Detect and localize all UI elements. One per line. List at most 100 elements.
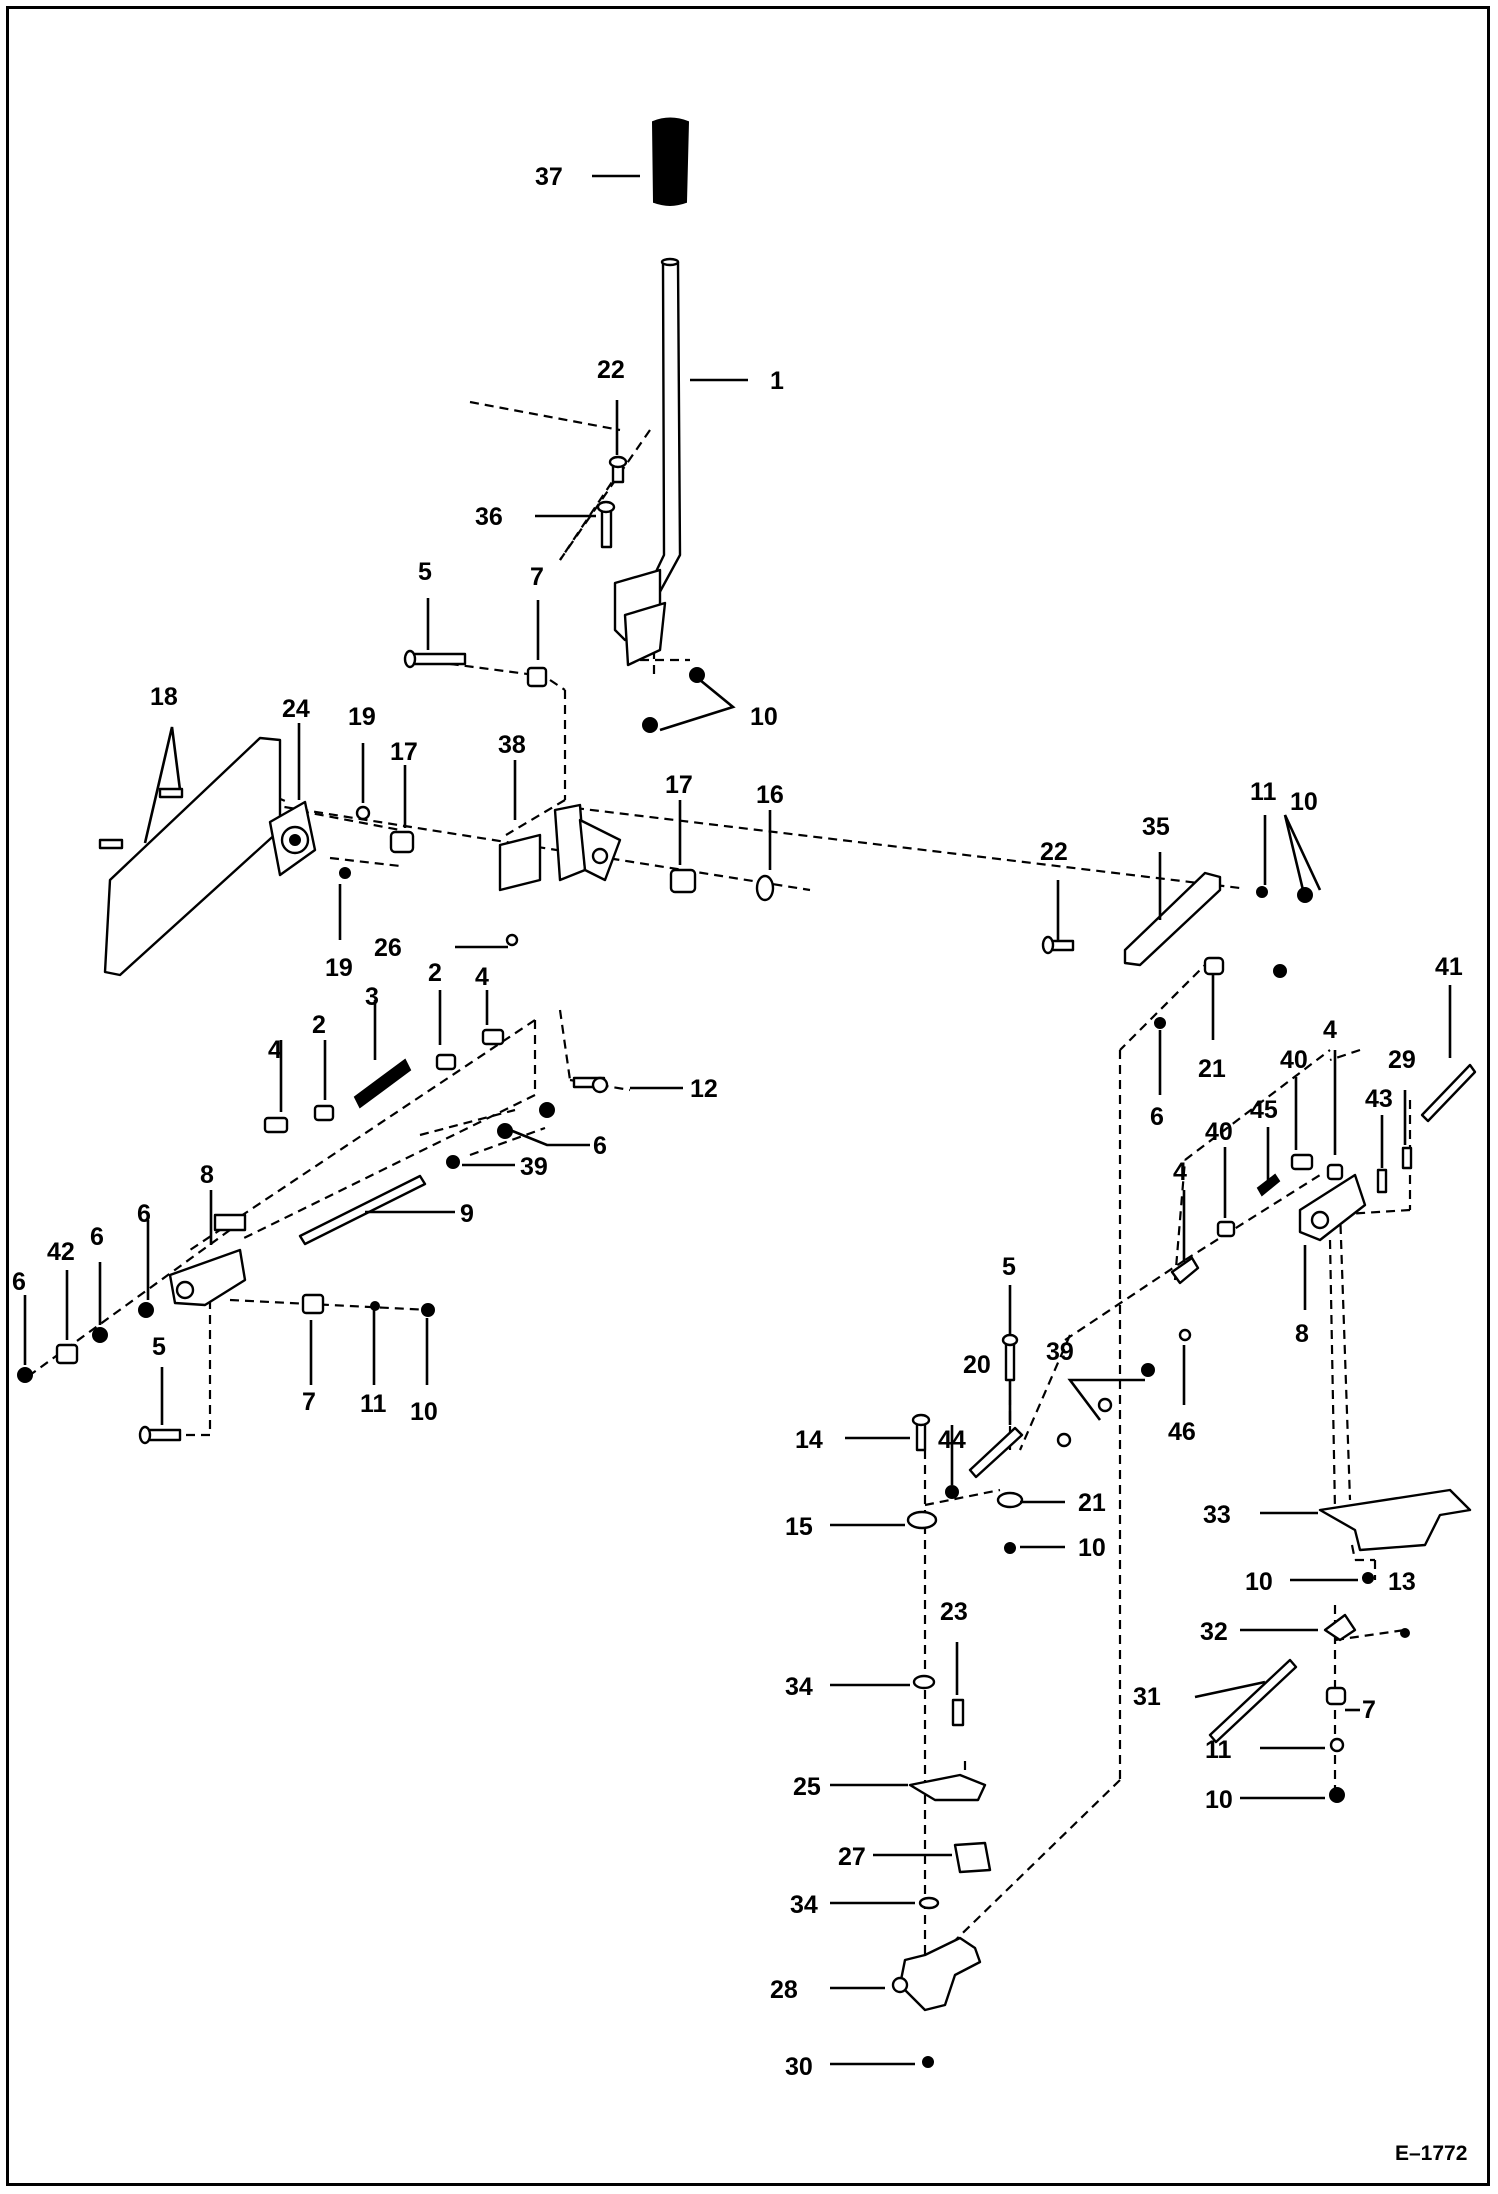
callout-24: 24 — [282, 695, 310, 723]
callout-11: 11 — [360, 1390, 387, 1418]
part-41-29-bolts — [1376, 1063, 1477, 1194]
part-17-bushing-right — [669, 868, 697, 894]
part-7-11-10-left — [301, 1293, 435, 1317]
callout-1: 1 — [770, 367, 784, 395]
callout-7: 7 — [302, 1388, 316, 1416]
part-16-washer — [755, 874, 775, 902]
callout-22: 22 — [1040, 838, 1068, 866]
callout-43: 43 — [1365, 1085, 1393, 1113]
part-23-bolt — [951, 1698, 965, 1727]
callout-44: 44 — [938, 1426, 966, 1454]
part-10-nuts-top — [642, 667, 705, 733]
drawing-code: E–1772 — [1395, 2142, 1467, 2165]
callout-7: 7 — [530, 563, 544, 591]
callout-4: 4 — [1323, 1016, 1337, 1044]
drawing-frame — [6, 6, 1490, 2186]
part-33-bracket — [1318, 1488, 1472, 1552]
part-2-4-spacers-left — [263, 1028, 505, 1134]
callout-5: 5 — [152, 1333, 166, 1361]
part-39-46-nuts-right — [1056, 1328, 1192, 1448]
callout-28: 28 — [770, 1976, 798, 2004]
line-36-down — [469, 400, 621, 432]
callout-38: 38 — [498, 731, 526, 759]
callout-32: 32 — [1200, 1618, 1228, 1646]
callout-16: 16 — [756, 781, 784, 809]
part-22-bolt-right — [1041, 935, 1075, 955]
callout-2: 2 — [428, 959, 442, 987]
callout-5: 5 — [418, 558, 432, 586]
callout-6: 6 — [90, 1223, 104, 1251]
callout-8: 8 — [1295, 1320, 1309, 1348]
callout-13: 13 — [1388, 1568, 1416, 1596]
callout-21: 21 — [1078, 1489, 1106, 1517]
callout-6: 6 — [137, 1200, 151, 1228]
callout-45: 45 — [1250, 1096, 1278, 1124]
part-19-nuts — [339, 805, 371, 879]
callout-20: 20 — [963, 1351, 991, 1379]
callout-12: 12 — [690, 1075, 718, 1103]
part-6-39-nuts-left — [446, 1102, 555, 1169]
callout-46: 46 — [1168, 1418, 1196, 1446]
callout-22: 22 — [597, 356, 625, 384]
callout-39: 39 — [1046, 1338, 1074, 1366]
part-36-bolt — [596, 500, 616, 549]
callout-14: 14 — [795, 1426, 823, 1454]
callout-10: 10 — [410, 1398, 438, 1426]
callout-29: 29 — [1388, 1046, 1416, 1074]
part-40-45-4-right — [1170, 1153, 1344, 1285]
part-10-11-right-top — [1256, 886, 1313, 978]
part-34-25-27-lower — [908, 1674, 992, 1910]
callout-6: 6 — [12, 1268, 26, 1296]
callout-37: 37 — [535, 163, 563, 191]
part-8-clevis-right — [1298, 1173, 1367, 1242]
callout-30: 30 — [785, 2053, 813, 2081]
callout-42: 42 — [47, 1238, 75, 1266]
part-31-rod — [1208, 1658, 1298, 1744]
part-8-clevis-left — [168, 1213, 247, 1307]
part-37-handle-grip — [651, 117, 690, 206]
callout-40: 40 — [1280, 1046, 1308, 1074]
callout-34: 34 — [790, 1891, 818, 1919]
callout-19: 19 — [325, 954, 353, 982]
callout-23: 23 — [940, 1598, 968, 1626]
callout-27: 27 — [838, 1843, 866, 1871]
callout-11: 11 — [1205, 1736, 1232, 1764]
part-3-spring — [353, 1058, 412, 1109]
part-6-42-end-parts — [17, 1302, 154, 1383]
part-5-bolt-left — [138, 1425, 182, 1445]
callout-17: 17 — [390, 738, 418, 766]
part-38-lever-bracket — [613, 568, 667, 667]
callout-36: 36 — [475, 503, 503, 531]
callout-34: 34 — [785, 1673, 813, 1701]
part-5-bolt-top — [403, 649, 467, 669]
part-7-bushing-top — [526, 666, 548, 688]
callout-9: 9 — [460, 1200, 474, 1228]
part-38-pivot-assembly — [498, 803, 622, 892]
callout-26: 26 — [374, 934, 402, 962]
part-12-pin — [572, 1076, 609, 1094]
callout-15: 15 — [785, 1513, 813, 1541]
callout-31: 31 — [1133, 1683, 1161, 1711]
part-28-cylinder — [891, 1936, 982, 2012]
callout-7: 7 — [1362, 1696, 1376, 1724]
part-30-nut — [922, 2056, 934, 2068]
part-9-rod — [298, 1174, 427, 1246]
part-32-7-11-10-right — [1323, 1572, 1410, 1803]
callout-10: 10 — [750, 703, 778, 731]
callout-40: 40 — [1205, 1118, 1233, 1146]
callout-35: 35 — [1142, 813, 1170, 841]
part-35-link-bar — [1123, 871, 1222, 967]
callout-6: 6 — [1150, 1103, 1164, 1131]
callout-10: 10 — [1245, 1568, 1273, 1596]
callout-8: 8 — [200, 1161, 214, 1189]
part-15-21-lower — [906, 1491, 1024, 1554]
callout-10: 10 — [1205, 1786, 1233, 1814]
part-26-nut — [505, 933, 519, 947]
callout-4: 4 — [1173, 1158, 1187, 1186]
part-21-bushing — [1154, 956, 1225, 1029]
callout-3: 3 — [365, 983, 379, 1011]
callout-25: 25 — [793, 1773, 821, 1801]
callout-10: 10 — [1290, 788, 1318, 816]
part-17-bushing-left — [389, 830, 415, 854]
